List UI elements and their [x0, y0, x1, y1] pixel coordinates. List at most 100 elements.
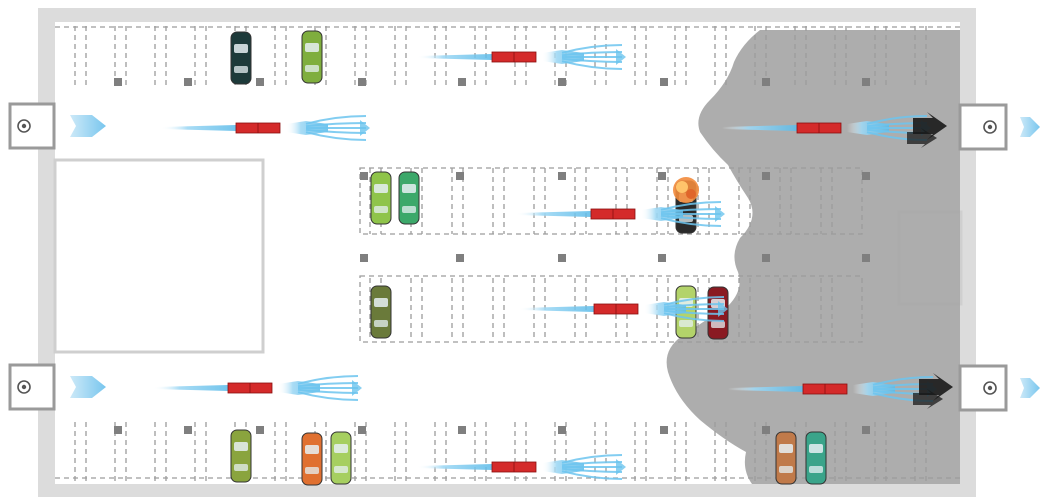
intake-airflow	[728, 386, 803, 392]
airflow-streak	[866, 115, 928, 125]
pillar-icon	[458, 78, 466, 86]
airflow-arrow-icon	[70, 376, 106, 398]
pillar-icon	[456, 254, 464, 262]
pillar-icon	[558, 172, 566, 180]
port-dot	[987, 124, 993, 130]
airflow-arrow-icon	[286, 115, 370, 141]
airflow-arrow-icon	[542, 44, 626, 70]
car-body	[230, 31, 252, 85]
car-body	[398, 171, 420, 225]
port-frame	[958, 364, 1008, 412]
pillar-icon	[862, 426, 870, 434]
airflow-streak	[663, 312, 725, 322]
pillar-icon	[114, 426, 122, 434]
supply-air-intake-icon	[8, 363, 106, 411]
car-body	[805, 431, 827, 485]
airflow-arrow-icon	[641, 201, 725, 227]
car-body	[301, 432, 323, 486]
car-body	[330, 431, 352, 485]
smoke-cloud-icon	[666, 30, 960, 484]
fire-ember	[686, 189, 696, 199]
car-rear-window	[234, 66, 248, 73]
pillar-icon	[660, 78, 668, 86]
car-rear-window	[402, 206, 416, 213]
airflow-arrow-icon	[278, 375, 362, 401]
airflow-streak	[660, 201, 722, 211]
intake-airflow	[516, 211, 591, 217]
pillar-icon	[762, 254, 770, 262]
exhaust-arrow	[913, 389, 943, 409]
airflow-arrowhead	[352, 380, 362, 396]
airflow-streak	[663, 296, 725, 306]
pillar-icon	[360, 254, 368, 262]
parking-stalls	[55, 26, 960, 482]
pillar-icon	[358, 426, 366, 434]
car-icon	[775, 431, 797, 485]
pillar-icon	[456, 172, 464, 180]
car-body	[370, 285, 392, 339]
car-rear-window	[779, 466, 793, 473]
jet-fan-icon	[728, 373, 953, 409]
intake-airflow	[519, 306, 594, 312]
airflow-streak	[297, 391, 359, 401]
island-outline-a	[359, 167, 863, 235]
intake-airflow	[153, 385, 228, 391]
jet-fan-icon	[722, 112, 947, 148]
airflow-arrowhead	[718, 301, 728, 317]
port-ring	[983, 381, 997, 395]
car-icon	[330, 431, 352, 485]
airflow-arrow-icon	[1020, 378, 1040, 398]
car-icon	[370, 171, 392, 225]
pillar-icon	[358, 78, 366, 86]
airflow-streak	[660, 217, 722, 227]
air-ports	[8, 102, 1040, 412]
intake-airflow	[417, 464, 492, 470]
pillar-icon	[184, 426, 192, 434]
airflow-arrow-icon	[644, 296, 728, 322]
island-outline-b	[359, 275, 863, 343]
car-windshield	[374, 184, 388, 193]
pillar-icon	[184, 78, 192, 86]
exhaust-arrow	[907, 128, 937, 148]
car-windshield	[305, 445, 319, 454]
car-icon	[230, 429, 252, 483]
port-dot	[21, 384, 27, 390]
pillar-icon	[558, 254, 566, 262]
parked-cars	[230, 30, 827, 486]
car-rear-window	[809, 466, 823, 473]
pillar-icon	[558, 78, 566, 86]
pillar-icon	[458, 426, 466, 434]
car-windshield	[234, 44, 248, 53]
pillar-icon	[360, 172, 368, 180]
airflow-streak	[561, 470, 623, 480]
car-icon	[301, 432, 323, 486]
fire-core	[676, 181, 688, 193]
car-windshield	[374, 298, 388, 307]
airflow-arrowhead	[616, 459, 626, 475]
car-body	[775, 431, 797, 485]
pillar-icon	[762, 426, 770, 434]
car-windshield	[809, 444, 823, 453]
car-windshield	[305, 43, 319, 52]
airflow-arrowhead	[715, 206, 725, 222]
car-rear-window	[305, 65, 319, 72]
airflow-arrow-icon	[1020, 117, 1040, 137]
pillar-icon	[762, 78, 770, 86]
pillar-icon	[658, 254, 666, 262]
airflow-streak	[297, 375, 359, 385]
port-dot	[21, 123, 27, 129]
car-icon	[370, 285, 392, 339]
port-frame	[8, 102, 56, 150]
car-rear-window	[334, 466, 348, 473]
car-icon	[301, 30, 323, 84]
car-windshield	[402, 184, 416, 193]
pillar-icon	[558, 426, 566, 434]
car-body	[370, 171, 392, 225]
pillar-icon	[862, 78, 870, 86]
supply-air-intake-icon	[8, 102, 106, 150]
car-rear-window	[374, 206, 388, 213]
car-rear-window	[234, 464, 248, 471]
port-dot	[987, 385, 993, 391]
airflow-arrow-icon	[542, 454, 626, 480]
